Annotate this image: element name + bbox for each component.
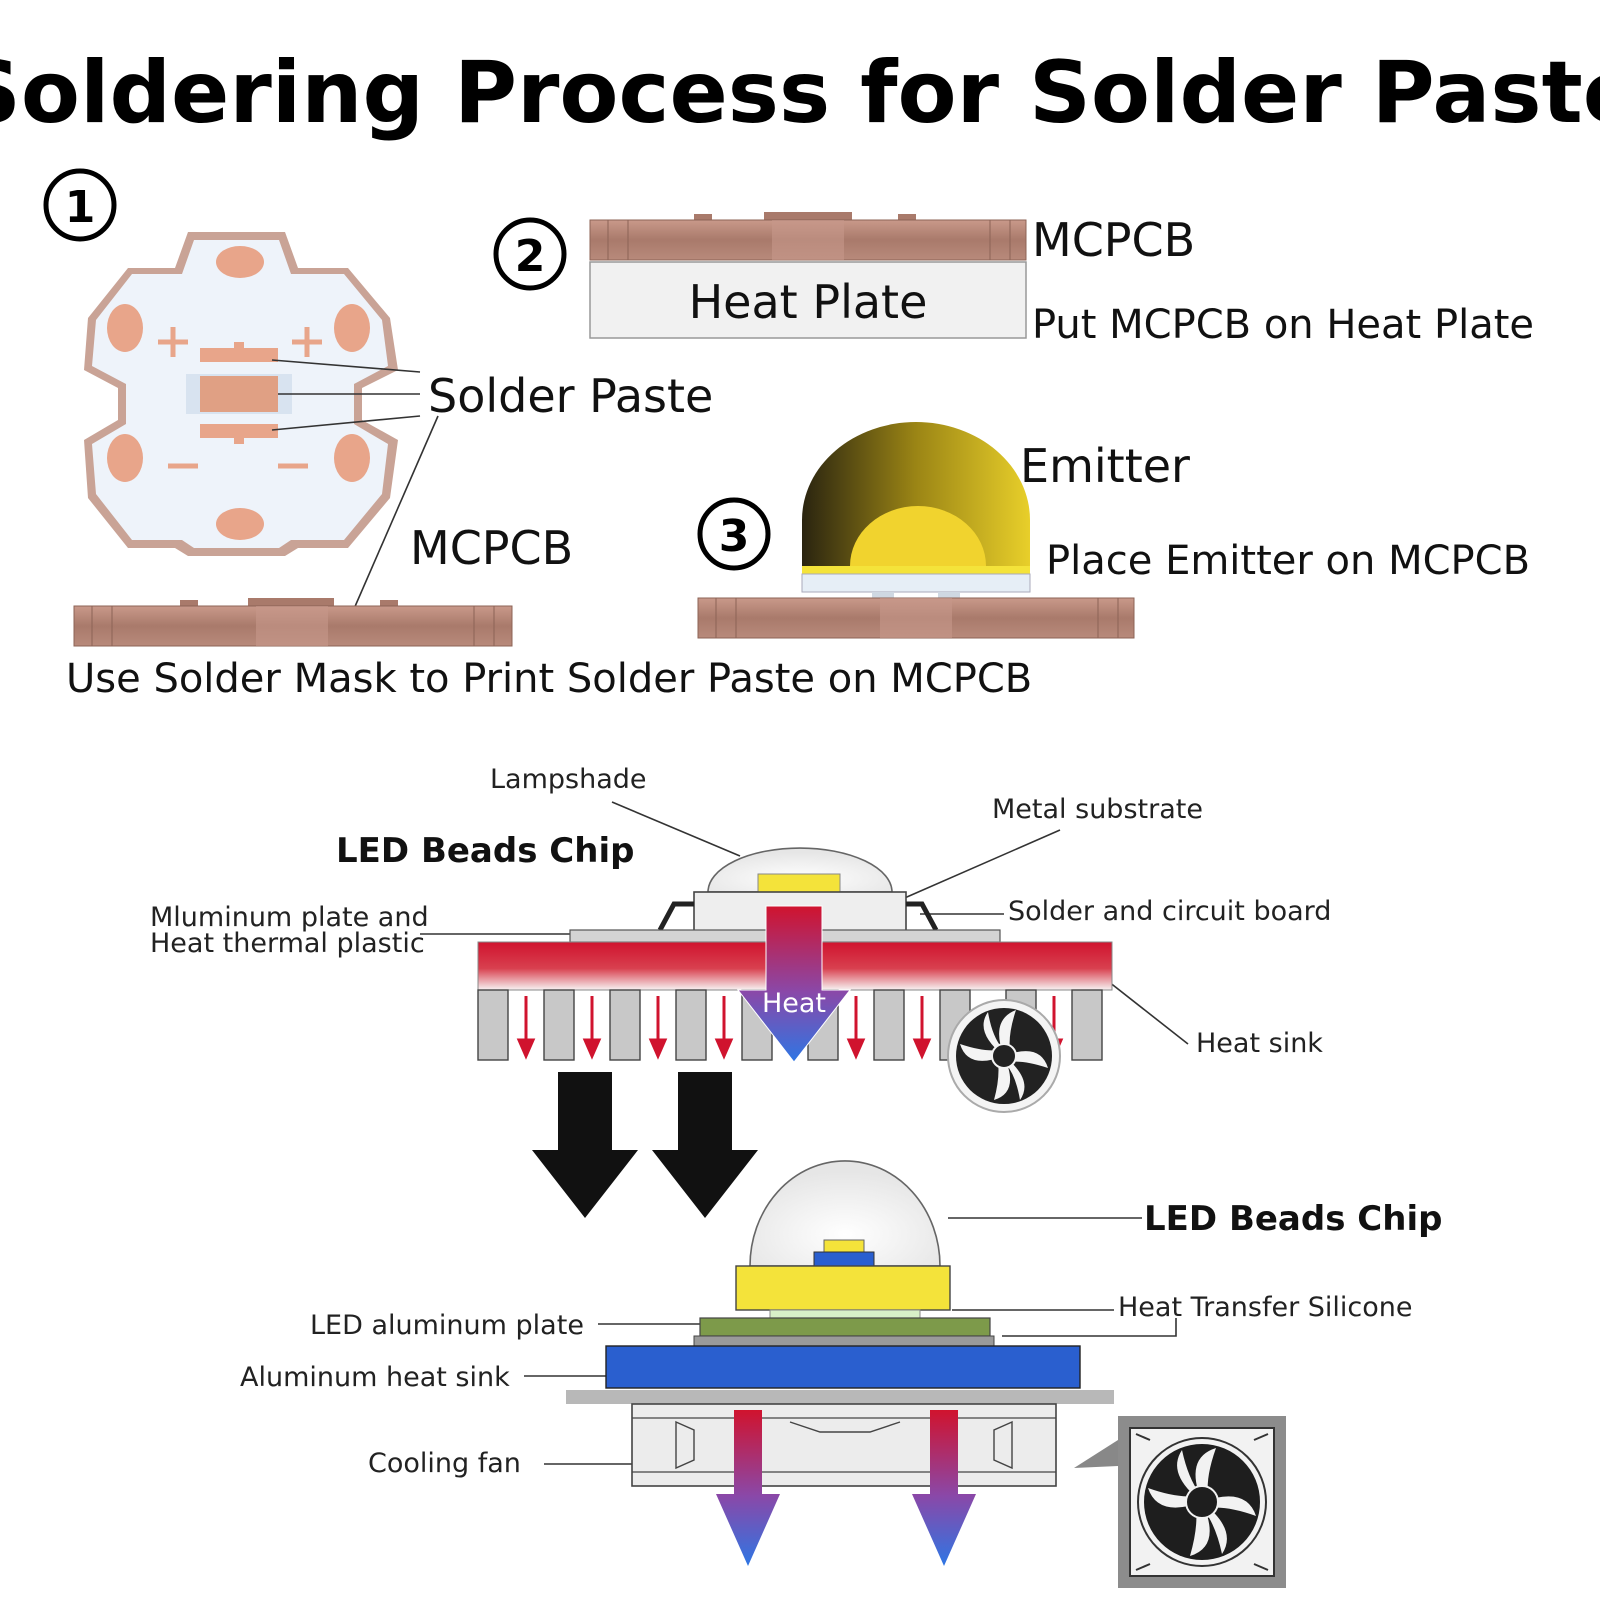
- pad-bottom: [216, 508, 264, 540]
- grey-layer: [693, 1335, 995, 1347]
- silicone-label: Heat Transfer Silicone: [1118, 1292, 1413, 1323]
- emitter-label: Emitter: [1020, 439, 1190, 493]
- mcpcb-side-view-step1: [73, 598, 513, 647]
- fan-icon: [947, 999, 1061, 1113]
- heat-plate: [589, 261, 1027, 339]
- step-3-caption: Place Emitter on MCPCB: [1046, 538, 1530, 584]
- metal-substrate-label: Metal substrate: [992, 794, 1203, 825]
- step-1-caption: Use Solder Mask to Print Solder Paste on…: [66, 656, 1032, 702]
- led-lens-top: [707, 847, 893, 893]
- pad-bottom-left: [107, 434, 143, 482]
- mcpcb-label-step2: MCPCB: [1032, 213, 1195, 267]
- led-yellow-base: [735, 1265, 951, 1311]
- star-mcpcb-top-view: [84, 232, 398, 556]
- fan-inset: [1118, 1416, 1286, 1588]
- heat-arrow: [736, 905, 852, 1063]
- svg-text:1: 1: [65, 182, 96, 233]
- pad-top-left: [107, 304, 143, 352]
- lampshade-label: Lampshade: [490, 764, 647, 795]
- step-2-caption: Put MCPCB on Heat Plate: [1032, 302, 1534, 348]
- step-1-number: 1: [43, 168, 117, 242]
- aluminum-heat-sink: [605, 1345, 1081, 1389]
- down-arrow-icon: [532, 1072, 638, 1218]
- svg-text:3: 3: [719, 511, 750, 562]
- step-2-number: 2: [493, 217, 567, 291]
- cooling-fan-frame: [631, 1403, 1057, 1487]
- page-title: Soldering Process for Solder Paste: [0, 43, 1600, 143]
- top-heading: LED Beads Chip: [336, 831, 634, 871]
- solder-paste-label: Solder Paste: [428, 369, 713, 423]
- heat-label: Heat: [762, 988, 826, 1019]
- pad-top-right: [334, 304, 370, 352]
- solder-board-label: Solder and circuit board: [1008, 896, 1331, 927]
- base-plate: [566, 1390, 1114, 1404]
- callout-pointer: [1074, 1440, 1118, 1468]
- solder-paste-pad: [200, 348, 278, 362]
- led-lens-bottom: [749, 1160, 941, 1267]
- solder-paste-pad: [200, 376, 278, 412]
- emitter: [801, 422, 1031, 598]
- heat-transfer-silicone: [769, 1309, 921, 1319]
- bottom-heading: LED Beads Chip: [1144, 1199, 1442, 1239]
- mcpcb-side-view-step2: [589, 212, 1027, 261]
- pad-top: [216, 246, 264, 278]
- exhaust-arrows: [716, 1410, 976, 1566]
- down-arrow-icon: [652, 1072, 758, 1218]
- cooling-fan-label: Cooling fan: [368, 1448, 521, 1479]
- al-heat-sink-label: Aluminum heat sink: [240, 1362, 510, 1393]
- step-3-number: 3: [697, 497, 771, 571]
- heat-plate-label: Heat Plate: [689, 275, 928, 329]
- al-plate-label-line1: Mluminum plate and: [150, 902, 429, 933]
- svg-text:2: 2: [515, 231, 546, 282]
- led-al-plate-label: LED aluminum plate: [310, 1310, 584, 1341]
- mcpcb-label-step1: MCPCB: [410, 521, 573, 575]
- solder-paste-pad: [200, 424, 278, 438]
- heat-sink-label: Heat sink: [1196, 1028, 1323, 1059]
- led-aluminum-plate: [699, 1317, 991, 1337]
- mcpcb-side-view-step3: [697, 597, 1135, 639]
- pad-bottom-right: [334, 434, 370, 482]
- al-plate-label-line2: Heat thermal plastic: [150, 928, 425, 959]
